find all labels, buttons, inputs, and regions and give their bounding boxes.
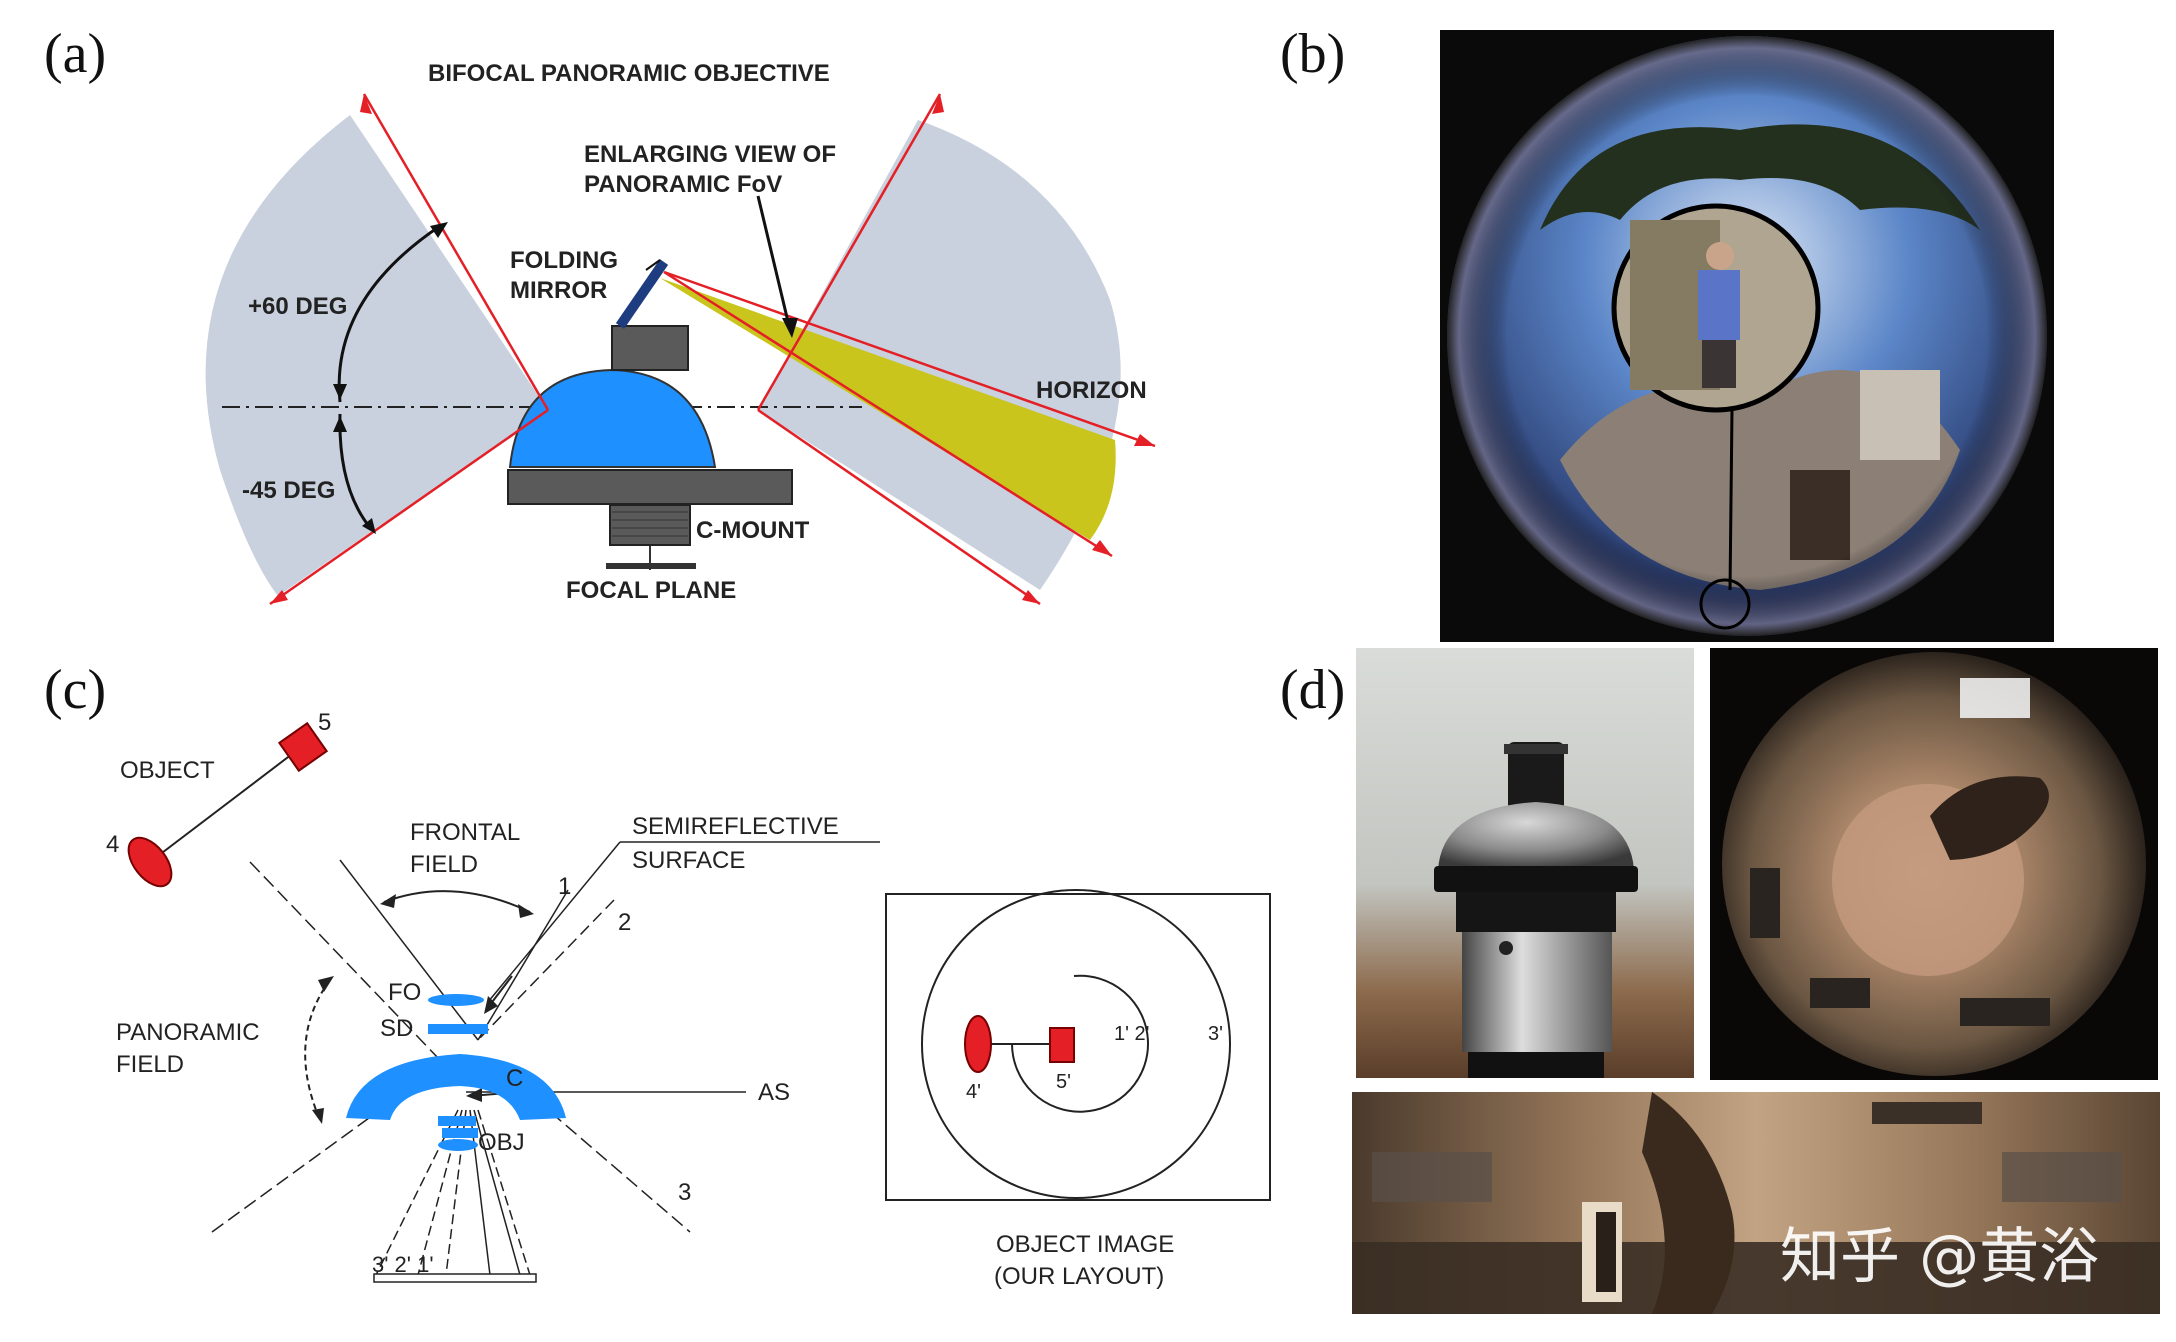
label-plus60: +60 DEG: [248, 293, 347, 320]
caption-object-image: OBJECT IMAGE: [996, 1231, 1174, 1258]
panel-c-diagram: OBJECT 4 5 FRONTAL FIELD SEMIREFLECTIVE …: [106, 709, 1271, 1290]
label-frontal-field: FIELD: [410, 851, 478, 878]
mirror-mount-block: [611, 325, 689, 371]
callout-enlarging: ENLARGING VIEW OF: [584, 141, 836, 168]
lens-obj-1: [438, 1116, 476, 1126]
mirror-label-arrow: [645, 259, 661, 271]
label-sd: SD: [380, 1015, 413, 1042]
label-fo: FO: [388, 979, 421, 1006]
panorama-image: [1352, 1092, 2160, 1314]
object-ellipse: [127, 836, 173, 888]
outer-image-circle: [921, 889, 1231, 1199]
object-image-box: [885, 893, 1271, 1201]
ray-left-up: [362, 93, 550, 411]
lens-sd: [428, 1024, 488, 1034]
small-inset-circle: [1699, 578, 1751, 630]
lens-hardware-photo: [1356, 648, 1694, 1078]
watermark-text: 知乎 @黄浴: [1780, 1222, 2100, 1292]
ray-right-up: [756, 93, 942, 411]
frontal-field-left: [339, 859, 479, 1041]
panoramic-left-upper: [249, 861, 441, 1061]
title-bifocal: BIFOCAL PANORAMIC OBJECTIVE: [428, 60, 830, 87]
image-plane: [373, 1273, 537, 1283]
lens-fo: [428, 994, 484, 1006]
c-mount-body: [609, 504, 691, 546]
ray-2-line: [477, 899, 615, 1041]
label-surface: SURFACE: [632, 847, 745, 874]
label-as: AS: [758, 1079, 790, 1106]
fisheye-room-photo: [1710, 648, 2158, 1080]
label-semireflective: SEMIREFLECTIVE: [632, 813, 839, 840]
label-ray2: 2: [618, 909, 631, 936]
callout-panoramic-fov: PANORAMIC FoV: [584, 171, 782, 198]
panorama-photo: 知乎 @黄浴: [1352, 1092, 2160, 1314]
panel-label-d: (d): [1280, 659, 1346, 721]
label-obj: OBJ: [478, 1129, 525, 1156]
label-image-points: 3' 2' 1': [372, 1252, 434, 1277]
label-5p: 5': [1056, 1071, 1071, 1093]
panel-label-b: (b): [1280, 23, 1346, 85]
label-mirror: MIRROR: [510, 277, 607, 304]
panel-label-a: (a): [44, 23, 107, 85]
panel-label-c: (c): [44, 659, 107, 721]
angle-arc-upper: [337, 224, 441, 403]
label-folding: FOLDING: [510, 247, 618, 274]
frontal-field-arc: [383, 890, 531, 913]
image-square: [1049, 1027, 1075, 1063]
caption-our-layout: (OUR LAYOUT): [994, 1263, 1164, 1290]
left-fov-region: [205, 115, 548, 596]
callout-arrow: [756, 195, 792, 331]
inner-image-arc: [1011, 974, 1149, 1113]
label-ray1: 1: [558, 873, 571, 900]
label-ray3: 3: [678, 1179, 691, 1206]
label-1p2p: 1' 2': [1114, 1023, 1149, 1045]
label-panoramic: PANORAMIC: [116, 1019, 260, 1046]
label-num4: 4: [106, 831, 119, 858]
label-3p: 3': [1208, 1023, 1223, 1045]
ray-mirror-upper: [663, 270, 1156, 448]
enlarged-fov-wedge: [660, 278, 1116, 540]
lens-c: [346, 1054, 566, 1120]
label-minus45: -45 DEG: [242, 477, 335, 504]
ray-mirror-lower: [663, 270, 1113, 558]
frontal-field-right: [477, 889, 569, 1041]
ray-right-down: [757, 408, 1041, 606]
object-square: [277, 721, 329, 773]
label-frontal: FRONTAL: [410, 819, 520, 846]
lens-obj-2: [438, 1139, 478, 1151]
panoramic-left-lower: [211, 1109, 381, 1233]
semireflective-line: [487, 841, 621, 1003]
label-c-mount: C-MOUNT: [696, 517, 810, 544]
label-num5: 5: [318, 709, 331, 736]
label-panoramic-field: FIELD: [116, 1051, 184, 1078]
label-focal-plane: FOCAL PLANE: [566, 577, 736, 604]
ray-left-down: [269, 408, 549, 606]
label-4p: 4': [966, 1081, 981, 1103]
label-horizon: HORIZON: [1036, 377, 1147, 404]
object-line: [149, 747, 301, 863]
folding-mirror: [615, 259, 669, 329]
label-object: OBJECT: [120, 757, 215, 784]
label-c: C: [506, 1065, 523, 1092]
panel-b-fisheye-image: [1440, 30, 2054, 642]
base-plate: [507, 469, 793, 505]
panoramic-field-arc: [304, 979, 331, 1121]
panel-a-diagram: BIFOCAL PANORAMIC OBJECTIVE ENLARGING VI…: [205, 60, 1156, 606]
objective-dome: [508, 368, 717, 468]
image-ellipse: [964, 1015, 992, 1073]
person-figure: [1698, 270, 1740, 340]
